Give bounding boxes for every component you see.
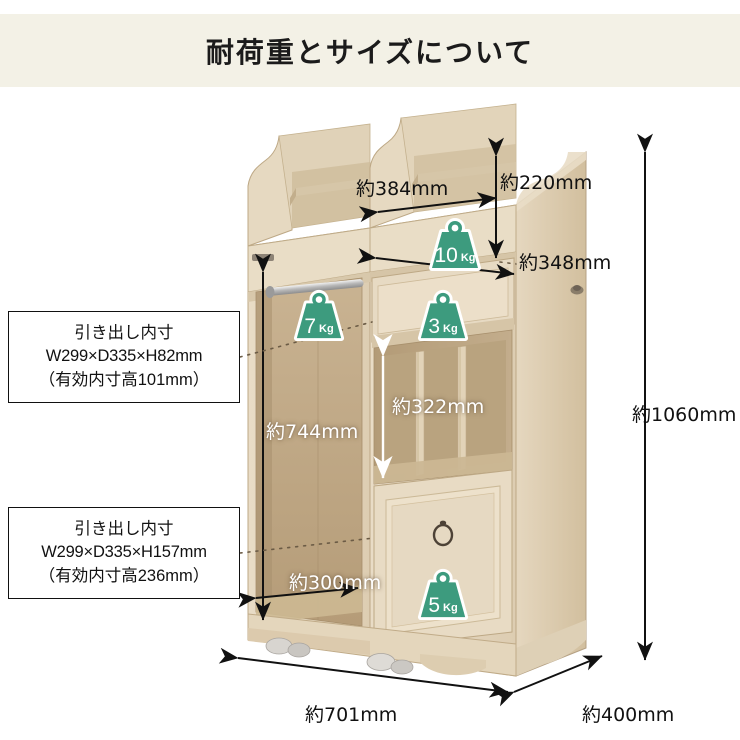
load-badge-upper-drawer: 3 Kg — [413, 288, 473, 342]
upper-drawer-info-line1: 引き出し内寸 — [74, 323, 174, 342]
dim-label-shelf-height: 約220mm — [500, 172, 593, 194]
weight-icon — [293, 289, 345, 342]
arrow-total-depth — [493, 655, 603, 707]
dim-label-hanger-height: 約744mm — [266, 421, 359, 443]
leader-shelf-depth — [499, 261, 517, 265]
weight-icon — [417, 568, 469, 621]
dim-label-total-height: 約1060mm — [632, 404, 737, 426]
leader-lines — [239, 261, 517, 554]
arrow-shelf-width — [358, 192, 497, 223]
cabinet-knob-right — [570, 285, 584, 295]
dim-label-shelf-depth: 約348mm — [519, 252, 612, 274]
lower-cabinet-door — [373, 469, 513, 649]
arrow-hanger-width — [236, 581, 359, 608]
lower-drawer-info-box: 引き出し内寸 W299×D335×H157mm （有効内寸高236mm） — [8, 507, 240, 599]
leader-upper-drawer — [239, 321, 373, 358]
weight-icon — [417, 289, 469, 342]
lower-drawer-info-line2: W299×D335×H157mm — [41, 543, 207, 562]
dim-label-shelf-width: 約384mm — [356, 178, 449, 200]
upper-drawer-info-line3: （有効内寸高101mm） — [38, 370, 210, 389]
load-badge-hanger-rod: 7 Kg — [289, 288, 349, 342]
lower-drawer-info-line3: （有効内寸高236mm） — [38, 566, 210, 585]
page-title: 耐荷重とサイズについて — [205, 35, 535, 69]
ring-pull-handle — [432, 520, 454, 547]
load-badge-top-shelf: 10 Kg — [424, 216, 486, 272]
leader-lower-cabinet — [239, 537, 375, 554]
load-badge-lower-cabinet: 5 Kg — [413, 567, 473, 621]
dim-label-total-depth: 約400mm — [582, 704, 675, 726]
upper-drawer-info-line2: W299×D335×H82mm — [45, 347, 203, 366]
arrow-total-width — [218, 647, 509, 698]
header-band: 耐荷重とサイズについて — [0, 14, 740, 87]
dimension-arrows — [218, 133, 653, 707]
weight-icon — [429, 218, 481, 271]
dim-label-cubby-height: 約322mm — [392, 396, 485, 418]
lower-drawer-info-line1: 引き出し内寸 — [74, 519, 174, 538]
dim-label-hanger-width: 約300mm — [289, 572, 382, 594]
upper-drawer-info-box: 引き出し内寸 W299×D335×H82mm （有効内寸高101mm） — [8, 311, 240, 403]
dim-label-total-width: 約701mm — [305, 704, 398, 726]
